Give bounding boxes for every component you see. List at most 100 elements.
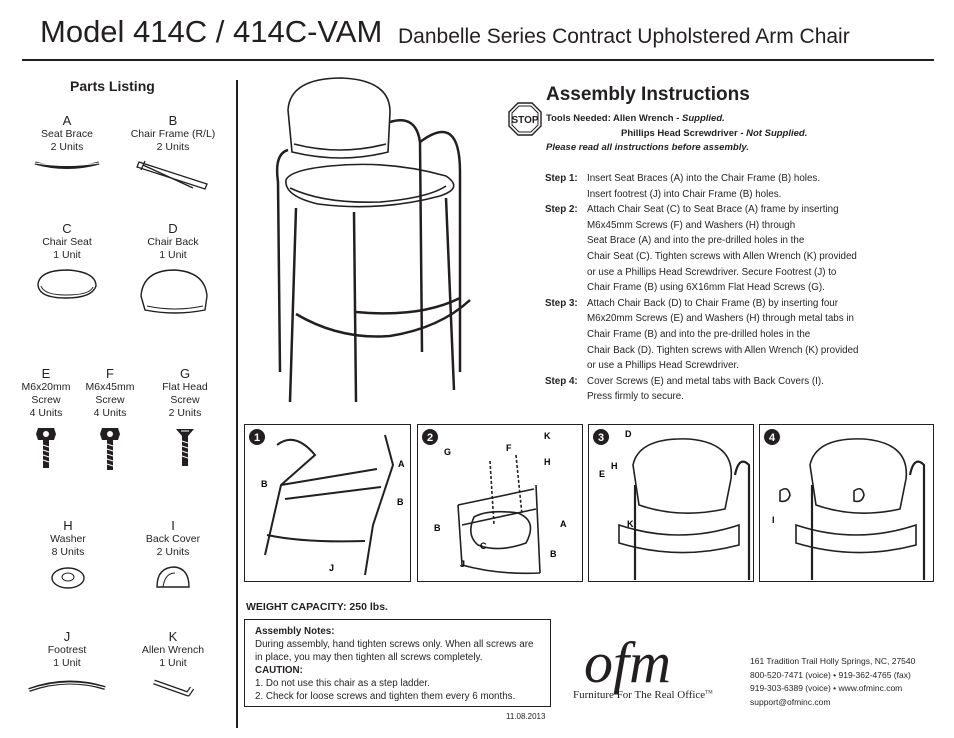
part-name: Washer (50, 533, 86, 545)
label-a: A (560, 519, 567, 529)
phone-fax: 800-520-7471 (voice) • 919-362-4765 (fax… (750, 669, 911, 680)
label-k: K (544, 431, 551, 441)
part-j: J Footrest 1 Unit (25, 629, 109, 696)
part-qty: 2 Units (156, 546, 190, 558)
tool-phillips-note: Not Supplied. (746, 128, 808, 139)
seat-brace-icon (34, 161, 100, 169)
label-f: F (506, 443, 512, 453)
footrest-icon (28, 680, 106, 692)
label-h: H (611, 461, 618, 471)
label-b: B (261, 479, 268, 489)
label-j: J (460, 559, 465, 569)
part-qty: 8 Units (51, 546, 85, 558)
step-4: Step 4: Cover Screws (E) and metal tabs w… (545, 374, 940, 405)
label-b: B (434, 523, 441, 533)
read-note: Please read all instructions before asse… (546, 142, 749, 153)
part-qty: 1 Unit (159, 657, 187, 669)
step-2: Step 2:Attach Chair Seat (C) to Seat Bra… (545, 202, 940, 296)
part-letter: B (168, 113, 178, 128)
model-title: Model 414C / 414C-VAM (40, 14, 383, 49)
chair-seat-icon (37, 269, 97, 299)
logo-text: ofm (584, 632, 671, 695)
part-qty: 2 Units (156, 141, 190, 153)
panel-number: 3 (598, 432, 604, 444)
diagram-panel-4: 4 I (759, 424, 934, 582)
part-qty: 1 Unit (53, 657, 81, 669)
step-1: Step 1:Insert Seat Braces (A) into the C… (545, 171, 940, 202)
part-qty: 2 Units (168, 407, 202, 419)
part-letter: F (106, 366, 114, 381)
step-4-diagram: 4 I (764, 429, 926, 580)
step-3-diagram: 3 D E H K (593, 429, 751, 580)
part-qty: 1 Unit (53, 249, 81, 261)
part-letter: G (179, 366, 191, 381)
step-label: Step 1: (545, 173, 578, 184)
part-g: G Flat Head Screw 2 Units (152, 366, 218, 472)
step-label: Step 4: (545, 375, 578, 387)
chair-illustration (275, 77, 471, 403)
panel-number: 1 (254, 432, 260, 444)
part-e: E M6x20mm Screw 4 Units (18, 366, 74, 472)
part-qty: 2 Units (50, 141, 84, 153)
step-text: Attach Chair Seat (C) to Seat Brace (A) … (587, 204, 857, 294)
weight-capacity: WEIGHT CAPACITY: 250 lbs. (246, 601, 388, 613)
step-text: Attach Chair Back (D) to Chair Frame (B)… (587, 297, 859, 372)
address: 161 Tradition Trail Holly Springs, NC, 2… (750, 656, 916, 666)
back-cover-icon (156, 566, 190, 588)
diagram-panel-2: 2 G F K H A B B C J (417, 424, 583, 582)
label-c: C (480, 541, 487, 551)
tool-allen: Allen Wrench - (613, 113, 683, 124)
long-screw-icon (100, 428, 120, 470)
header-divider (22, 59, 934, 61)
part-letter: J (63, 629, 71, 644)
part-f: F M6x45mm Screw 4 Units (82, 366, 138, 472)
label-d: D (625, 429, 632, 439)
allen-wrench-icon (153, 679, 195, 697)
tool-phillips: Phillips Head Screwdriver - (621, 128, 747, 139)
label-a: A (398, 459, 405, 469)
assembly-title: Assembly Instructions (546, 84, 750, 105)
step-text: Cover Screws (E) and metal tabs with Bac… (587, 375, 824, 403)
part-name: Flat Head (162, 381, 208, 393)
part-name: Screw (95, 394, 125, 406)
panel-number: 2 (427, 432, 433, 444)
caution-title: CAUTION: (255, 665, 303, 676)
part-b: B Chair Frame (R/L) 2 Units (122, 113, 224, 192)
step-1-diagram: 1 A B B J (249, 429, 405, 576)
part-name: Footrest (47, 644, 87, 656)
part-k: K Allen Wrench 1 Unit (132, 629, 214, 704)
ofm-logo: ofm (584, 632, 671, 695)
part-letter: H (63, 518, 73, 533)
part-letter: E (41, 366, 51, 381)
chair-back-icon (140, 269, 208, 314)
diagram-panel-1: 1 A B B J (244, 424, 411, 582)
washer-icon (51, 567, 85, 589)
trademark: TM (705, 690, 713, 696)
step-label: Step 3: (545, 297, 578, 309)
part-name: Screw (31, 394, 61, 406)
brand-tagline: Furniture For The Real OfficeTM (573, 689, 713, 701)
label-k: K (627, 519, 634, 529)
part-name: Back Cover (145, 533, 201, 545)
contact-info: 161 Tradition Trail Holly Springs, NC, 2… (750, 655, 915, 710)
tools-line-2: Phillips Head Screwdriver - Not Supplied… (621, 128, 807, 139)
label-e: E (599, 469, 605, 479)
label-h: H (544, 457, 551, 467)
label-j: J (329, 563, 334, 573)
part-c: C Chair Seat 1 Unit (25, 221, 109, 302)
phone-web: 919-303-6389 (voice) • www.ofminc.com (750, 683, 903, 694)
notes-title: Assembly Notes: (255, 626, 335, 637)
flat-head-screw-icon (176, 429, 194, 466)
tools-label: Tools Needed: (546, 113, 611, 124)
support-email: support@ofminc.com (750, 697, 831, 708)
panel-number: 4 (769, 432, 776, 444)
assembly-notes-box: Assembly Notes: During assembly, hand ti… (244, 619, 551, 707)
caution-1: 1. Do not use this chair as a step ladde… (255, 678, 430, 689)
step-2-diagram: 2 G F K H A B B C J (422, 429, 567, 575)
notes-body: During assembly, hand tighten screws onl… (255, 639, 534, 663)
tagline-text: Furniture For The Real Office (573, 689, 706, 701)
label-i: I (772, 515, 775, 525)
part-name: Chair Seat (42, 236, 92, 248)
tools-line-1: Tools Needed: Allen Wrench - Supplied. (546, 113, 725, 124)
parts-listing-title: Parts Listing (70, 78, 155, 94)
